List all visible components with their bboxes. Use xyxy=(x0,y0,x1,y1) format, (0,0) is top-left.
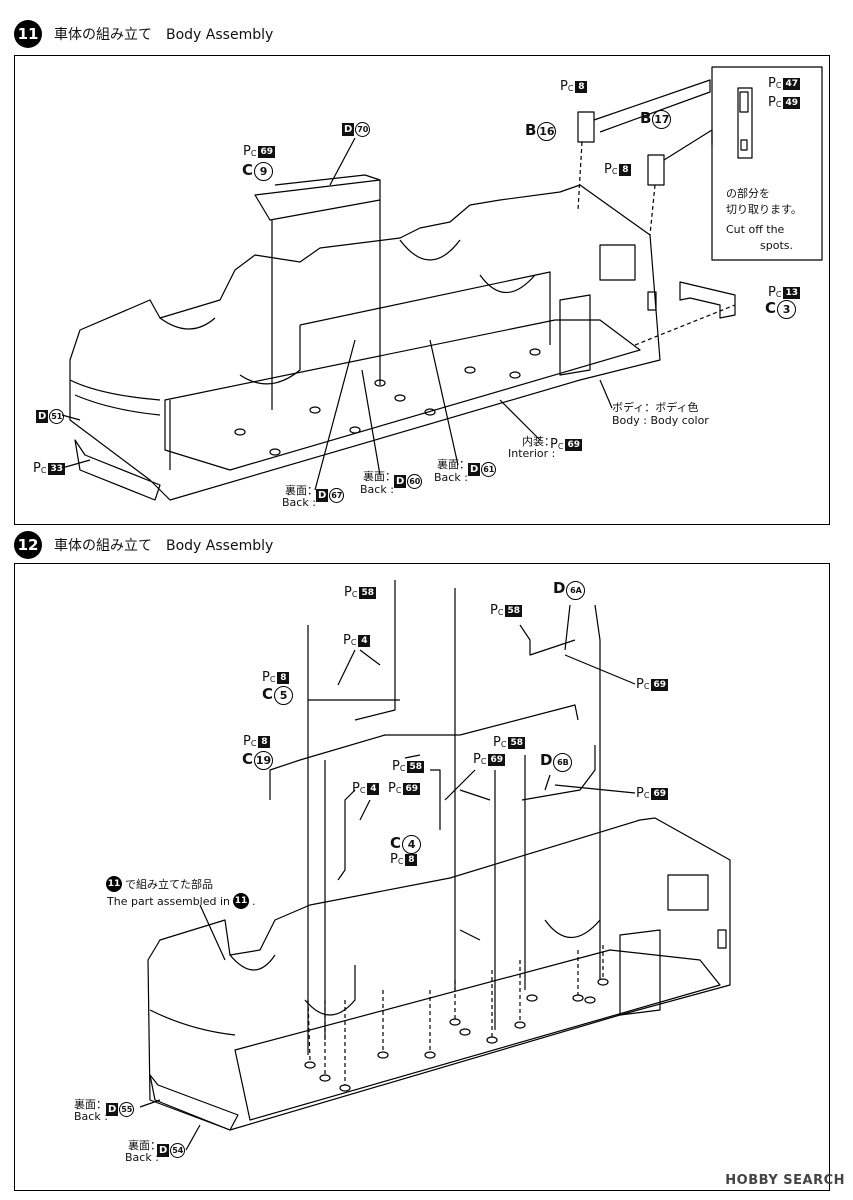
back-d61-en: Back : xyxy=(434,471,468,484)
interior-jp: 内装： xyxy=(522,435,555,448)
inset-cut-note-en2: spots. xyxy=(760,239,793,252)
watermark-logo: HOBBY SEARCH xyxy=(725,1173,845,1188)
part-b16 xyxy=(577,111,595,143)
back-d54-jp: 裏面： xyxy=(128,1139,161,1152)
step-number-badge: 11 xyxy=(14,20,42,48)
interior-en: Interior : xyxy=(508,447,556,460)
step-11-header: 11 車体の組み立て Body Assembly xyxy=(14,20,273,48)
part-d70-c9 xyxy=(254,179,381,221)
step-number-badge: 12 xyxy=(14,531,42,559)
ref-step-badge: 11 xyxy=(106,876,122,892)
part-c3 xyxy=(679,281,736,319)
back-d54-en: Back : xyxy=(125,1151,159,1164)
back-d67-jp: 裏面： xyxy=(285,484,318,497)
step-11-panel xyxy=(14,55,830,525)
step-12-header: 12 車体の組み立て Body Assembly xyxy=(14,531,273,559)
part-b17 xyxy=(647,154,665,186)
inset-cut-note-jp: の部分を 切り取ります。 xyxy=(726,187,802,216)
back-d60-jp: 裏面： xyxy=(363,470,396,483)
ref-text-jp: で組み立てた部品 xyxy=(125,877,213,891)
inset-cut-note-en1: Cut off the xyxy=(726,223,785,236)
bus-body-step11 xyxy=(69,184,661,501)
step-title: 車体の組み立て Body Assembly xyxy=(54,27,274,43)
ref-note-en: The part assembled in 11 . xyxy=(107,893,256,909)
ref-text-en: The part assembled in xyxy=(107,894,231,908)
ref-step-badge: 11 xyxy=(233,893,250,909)
ref-note-jp: 11 で組み立てた部品 xyxy=(106,876,213,892)
back-d61-jp: 裏面： xyxy=(437,458,470,471)
back-d55-jp: 裏面： xyxy=(74,1098,107,1111)
back-d60-en: Back : xyxy=(360,483,394,496)
bus-body-step12 xyxy=(147,817,731,1131)
body-color-jp: ボディ：ボディ色 xyxy=(612,401,699,414)
back-d55-en: Back : xyxy=(74,1110,108,1123)
cutoff-inset-box xyxy=(711,66,823,261)
body-color-en: Body : Body color xyxy=(612,414,709,427)
back-d67-en: Back : xyxy=(282,496,316,509)
step-title: 車体の組み立て Body Assembly xyxy=(54,538,274,554)
